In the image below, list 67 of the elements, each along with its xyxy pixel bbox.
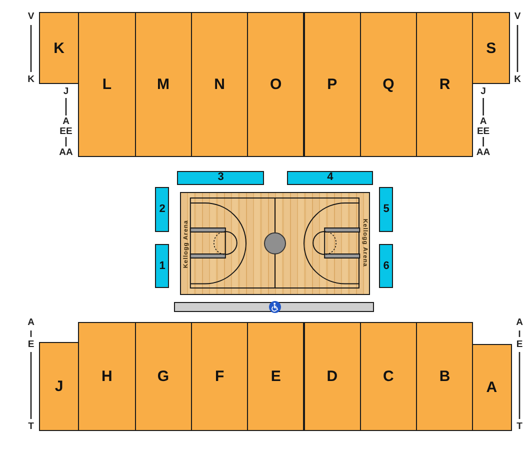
accessible-seating-bar <box>174 302 374 312</box>
row-label: A <box>516 318 523 328</box>
row-label: K <box>28 75 34 85</box>
row-label: A <box>28 318 34 328</box>
section-label: S <box>486 40 496 56</box>
seating-section <box>190 322 248 431</box>
section-label: 5 <box>383 204 390 216</box>
section-label: E <box>270 369 281 384</box>
seating-section <box>247 12 304 158</box>
section-label: H <box>102 369 112 384</box>
section-label: Q <box>382 77 394 92</box>
row-label: V <box>28 12 34 22</box>
section-label: C <box>383 369 394 384</box>
section-label: N <box>214 77 225 92</box>
section-label: M <box>156 77 170 92</box>
seating-section <box>78 12 136 158</box>
seating-section <box>472 12 510 84</box>
row-label: A <box>480 116 487 126</box>
seating-section <box>134 322 192 431</box>
seating-section <box>38 342 80 431</box>
seating-section <box>155 244 170 288</box>
seating-section <box>78 322 136 431</box>
seating-section <box>177 171 264 184</box>
row-label: V <box>514 12 521 22</box>
section-label: F <box>214 369 224 384</box>
section-label: J <box>54 379 64 394</box>
section-label: D <box>326 369 338 384</box>
seating-section <box>416 322 474 431</box>
seating-section <box>379 244 394 288</box>
section-label: 4 <box>327 172 334 184</box>
seating-section <box>247 322 304 431</box>
row-label: AA <box>476 148 490 158</box>
row-label: AA <box>59 148 73 158</box>
section-label: 3 <box>218 172 224 184</box>
seating-section <box>155 187 170 232</box>
section-label: K <box>54 40 64 56</box>
row-label: E <box>516 340 523 350</box>
section-label: R <box>439 77 450 92</box>
seating-section <box>360 12 418 158</box>
row-label: E <box>28 340 34 350</box>
section-label: A <box>486 380 498 396</box>
row-label: EE <box>476 126 490 136</box>
row-label: J <box>63 86 69 97</box>
seating-section <box>360 322 418 431</box>
seating-section <box>304 322 361 431</box>
seating-section <box>134 12 192 158</box>
row-label: K <box>514 75 521 85</box>
section-label: B <box>439 369 450 384</box>
section-label: L <box>102 77 112 92</box>
section-label: 2 <box>159 204 166 216</box>
section-label: 6 <box>383 260 390 272</box>
row-label: T <box>516 422 522 432</box>
section-label: 1 <box>159 260 166 272</box>
seating-section <box>472 344 512 431</box>
row-label: T <box>28 422 34 432</box>
row-label: J <box>480 86 486 97</box>
seating-section <box>38 12 80 84</box>
seating-section <box>190 12 248 158</box>
seating-section <box>304 12 361 158</box>
section-label: O <box>270 77 282 92</box>
seating-section <box>379 187 394 232</box>
seating-section <box>416 12 474 158</box>
section-label: P <box>327 77 338 92</box>
row-label: A <box>62 116 70 126</box>
section-label: G <box>157 369 170 384</box>
row-label: EE <box>60 126 72 136</box>
seating-section <box>287 171 373 184</box>
